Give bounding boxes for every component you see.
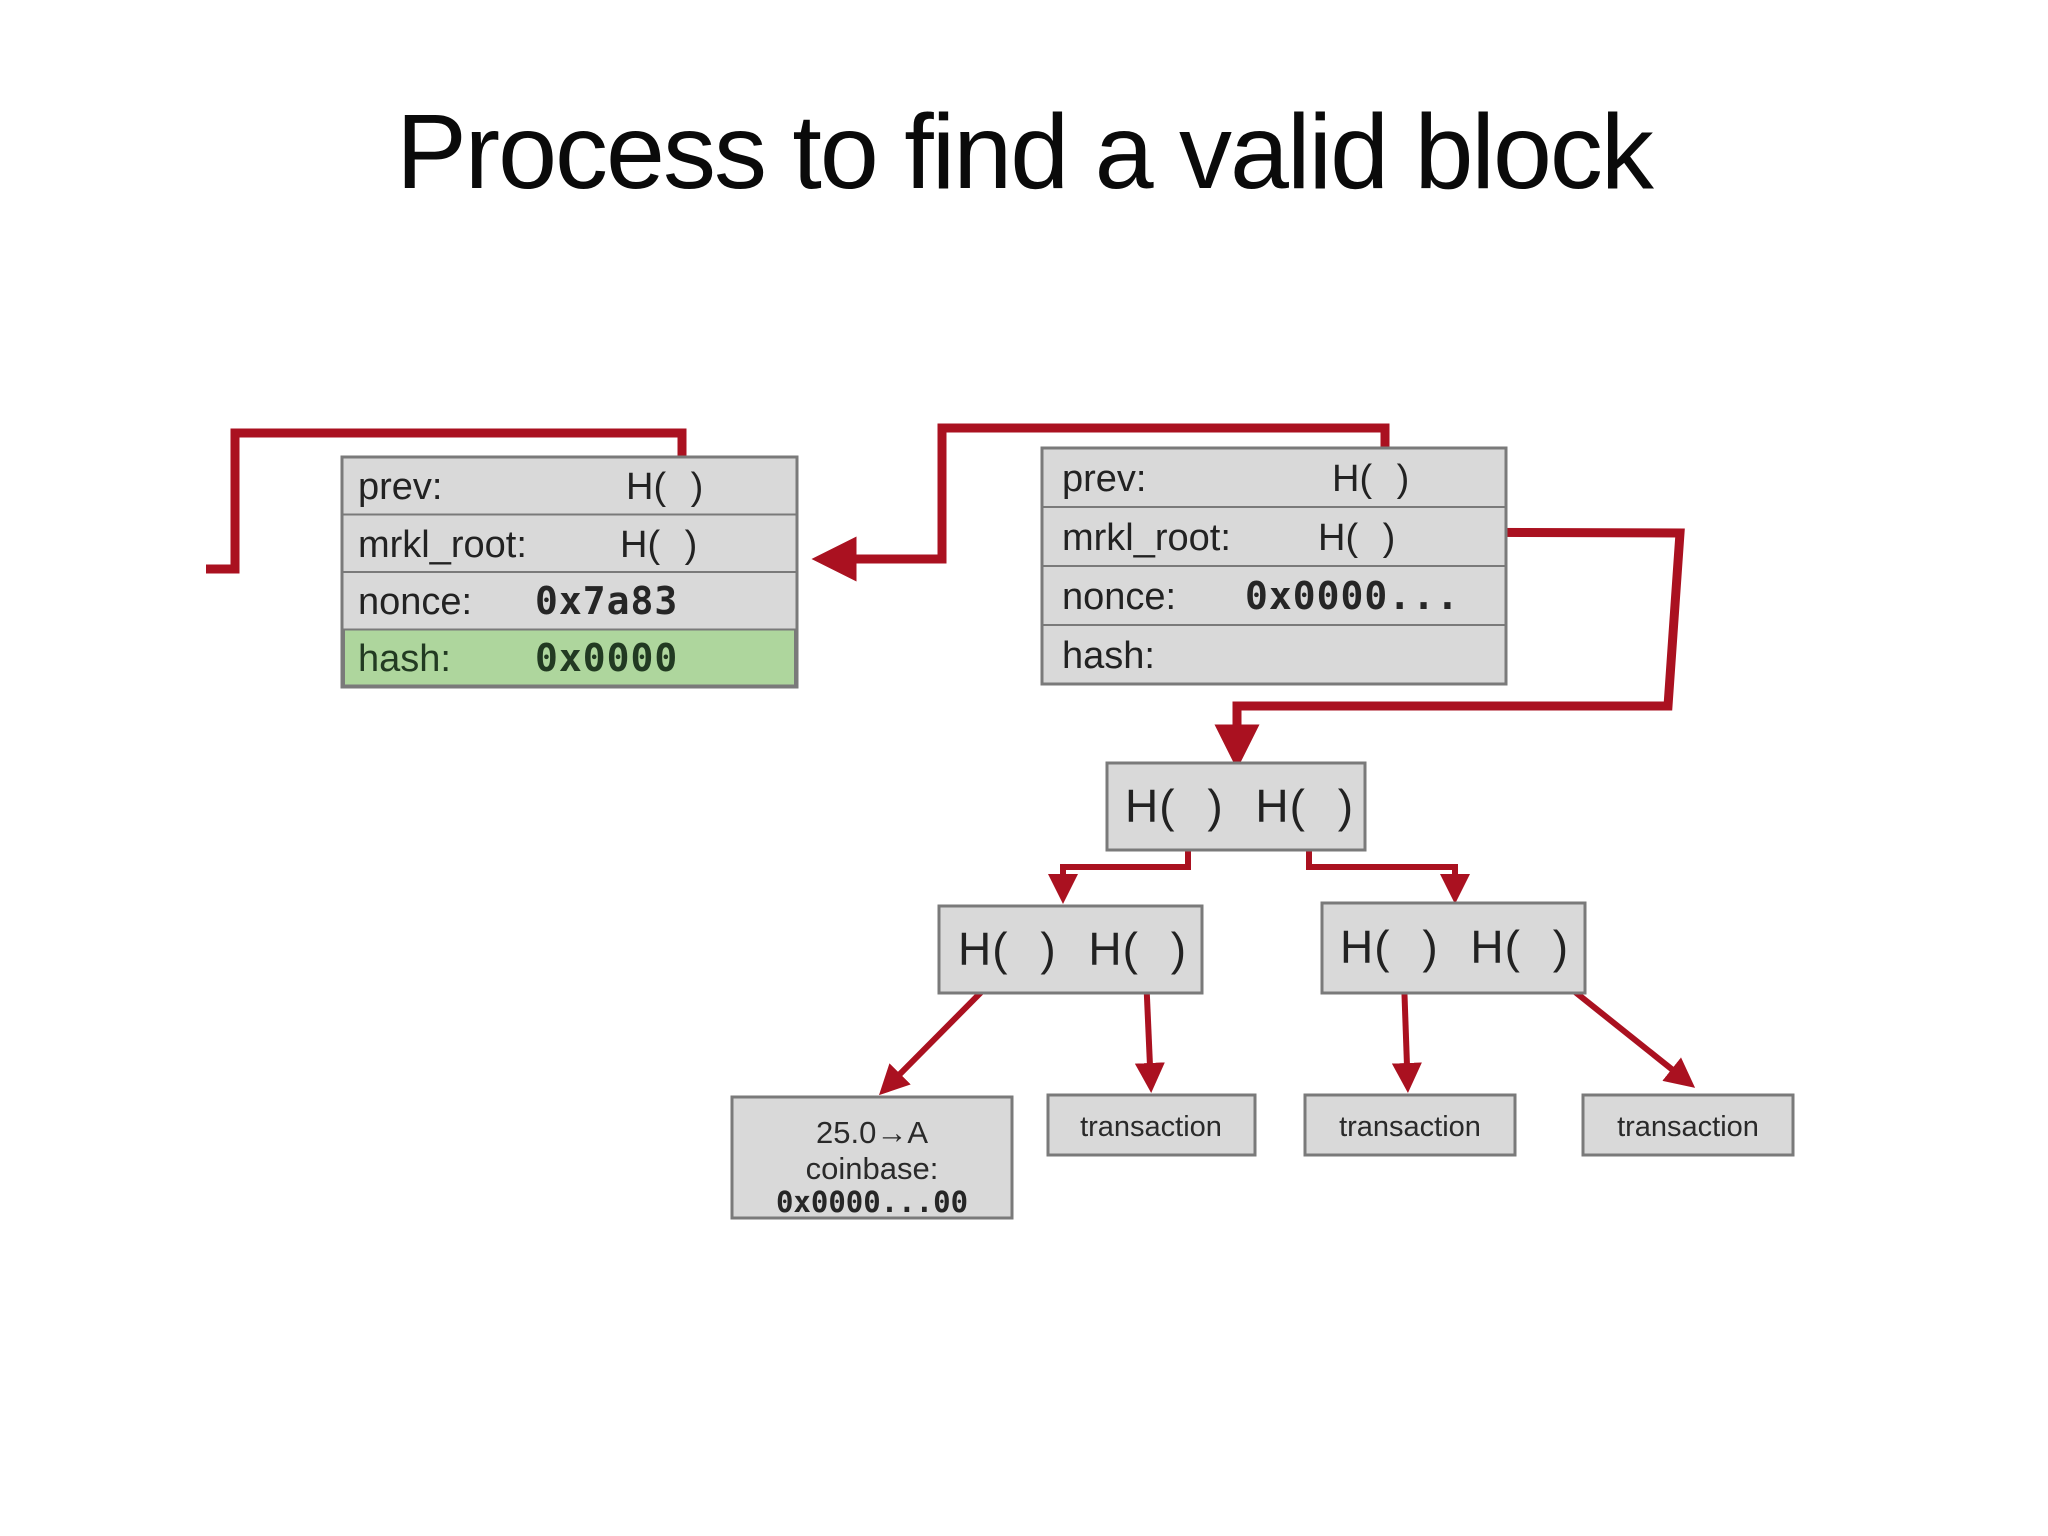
coinbase-label: coinbase:	[806, 1151, 939, 1186]
left-nonce-value: 0x7a83	[535, 579, 678, 623]
left-prev-label: prev:	[358, 466, 442, 508]
left-block: prev: H( ) mrkl_root: H( ) nonce: 0x7a83…	[340, 455, 799, 689]
left-mrkl-root-value: H( )	[620, 524, 697, 566]
right-prev-label: prev:	[1062, 458, 1146, 500]
left-nonce-label: nonce:	[358, 581, 472, 623]
merkle-root-node: H( ) H( )	[1105, 761, 1367, 852]
left-prev-value: H( )	[626, 466, 703, 508]
right-mrkl-root-value: H( )	[1318, 517, 1395, 559]
transaction-leaf-1: transaction	[1046, 1093, 1257, 1157]
merkle-right-child-hashes: H( ) H( )	[1340, 921, 1569, 973]
merkle-right-child-node: H( ) H( )	[1320, 901, 1587, 995]
transaction-box-2	[1303, 1093, 1517, 1157]
merkle-left-child-box	[937, 904, 1204, 995]
left-mrkl-root-label: mrkl_root:	[358, 524, 527, 566]
coinbase-address: 0x0000...00	[776, 1185, 968, 1219]
merkle-right-child-box	[1320, 901, 1587, 995]
transaction-leaf-2: transaction	[1303, 1093, 1517, 1157]
right-mrkl-root-label: mrkl_root:	[1062, 517, 1231, 559]
left-hash-label: hash:	[358, 638, 451, 680]
right-hash-label: hash:	[1062, 635, 1155, 677]
transaction-box-1	[1046, 1093, 1257, 1157]
transaction-label-3: transaction	[1617, 1111, 1759, 1143]
merkle-left-child-node: H( ) H( )	[937, 904, 1204, 995]
arrow-mrkl-root-to-merkle-root	[1214, 527, 1685, 770]
right-block: prev: H( ) mrkl_root: H( ) nonce: 0x0000…	[1040, 446, 1508, 686]
arrow-left-prev-to-offscreen	[206, 428, 687, 574]
left-hash-value: 0x0000	[535, 636, 678, 680]
transaction-label-2: transaction	[1339, 1111, 1481, 1143]
transaction-label-1: transaction	[1080, 1111, 1222, 1143]
merkle-root-hashes: H( ) H( )	[1125, 780, 1354, 832]
slide-title: Process to find a valid block	[396, 93, 1654, 211]
coinbase-leaf: 25.0→A coinbase: 0x0000...00	[730, 1095, 1014, 1220]
right-prev-value: H( )	[1332, 458, 1409, 500]
coinbase-box	[730, 1095, 1014, 1220]
merkle-left-child-hashes: H( ) H( )	[958, 923, 1187, 975]
arrow-right-prev-to-left-block	[811, 423, 1390, 582]
right-nonce-label: nonce:	[1062, 576, 1176, 618]
merkle-root-box	[1105, 761, 1367, 852]
transaction-leaf-3: transaction	[1581, 1093, 1795, 1157]
right-nonce-value: 0x0000...	[1245, 574, 1460, 618]
transaction-box-3	[1581, 1093, 1795, 1157]
coinbase-amount: 25.0→A	[816, 1115, 928, 1150]
